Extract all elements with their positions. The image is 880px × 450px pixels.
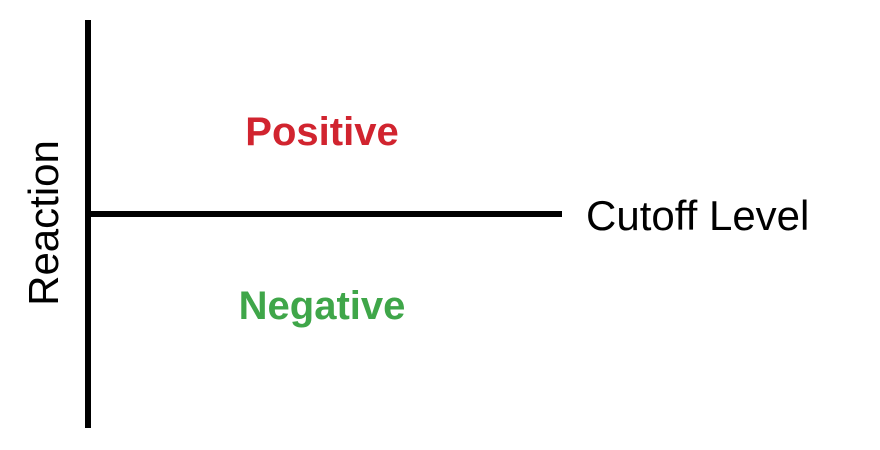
cutoff-level-label: Cutoff Level (586, 192, 810, 239)
positive-region-label: Positive (245, 110, 399, 154)
y-axis-label: Reaction (20, 140, 67, 306)
negative-region-label: Negative (238, 284, 406, 328)
